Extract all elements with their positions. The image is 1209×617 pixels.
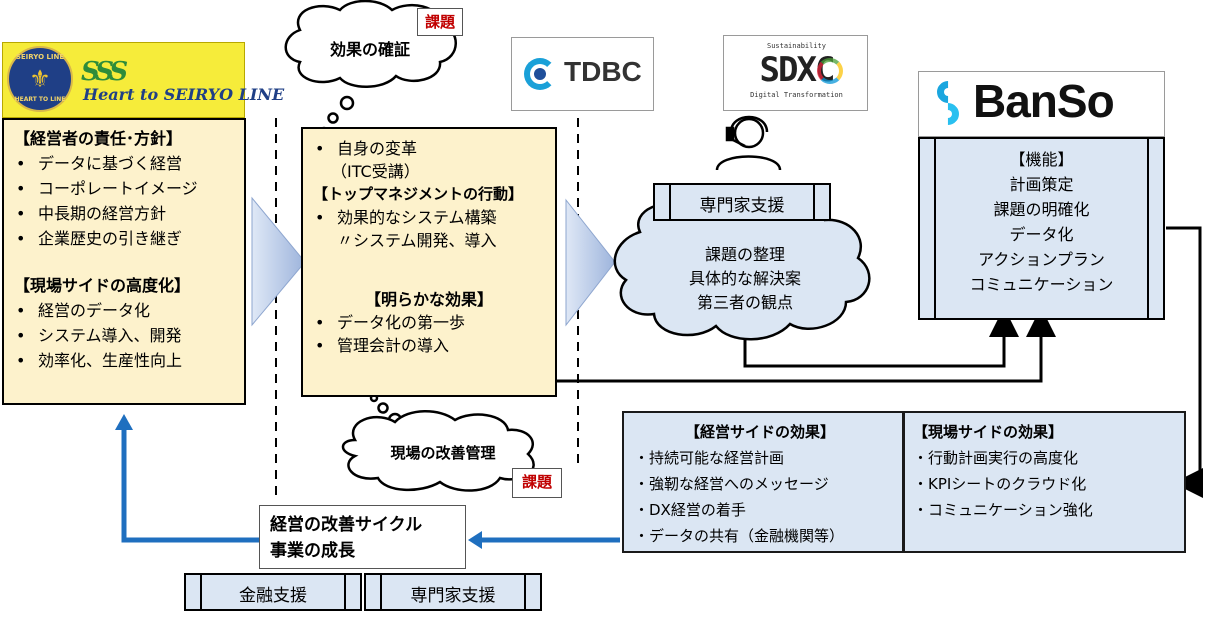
- fleur-icon: ⚜: [29, 65, 51, 93]
- banso-text: BanSo: [973, 75, 1115, 127]
- arrow-cycle-to-left: [121, 428, 259, 543]
- flow-triangle-1: [251, 196, 306, 327]
- list-item: 効果的なシステム構築: [313, 206, 555, 229]
- list-item: データ化の第一歩: [313, 311, 555, 334]
- effect-item: ・データの共有（金融機関等）: [634, 527, 845, 545]
- expert-support-bottom-bar: 専門家支援: [364, 573, 542, 611]
- sdxc-top-text: Sustainability: [766, 42, 826, 50]
- middle-header-2: 【明らかな効果】: [364, 290, 493, 309]
- cycle-line-2: 事業の成長: [270, 541, 355, 561]
- management-effects-header: 【経営サイドの効果】: [684, 423, 835, 441]
- connector-banso-to-field: [1166, 226, 1203, 498]
- itc-note: （ITC受講）: [331, 162, 420, 181]
- expert-support-label: 専門家支援: [699, 196, 785, 216]
- banso-function-box: 【機能】 計画策定 課題の明確化 データ化 アクションプラン コミュニケーション: [918, 137, 1165, 320]
- tdbc-swirl-icon: [524, 58, 556, 90]
- middle-action-box: 自身の変革 （ITC受講） 【トップマネジメントの行動】 効果的なシステム構築 …: [301, 127, 557, 397]
- field-effects-header: 【現場サイドの効果】: [913, 423, 1064, 441]
- connector-cloud-to-banso: [743, 307, 1019, 368]
- blue-cloud-text: 課題の整理 具体的な解決案 第三者の観点: [640, 243, 850, 315]
- list-item: 効率化、生産性向上: [14, 348, 244, 373]
- list-item: 経営のデータ化: [14, 298, 244, 323]
- expert-support-top: 専門家支援: [653, 183, 831, 221]
- effect-item: ・持続可能な経営計画: [634, 449, 785, 467]
- function-item: コミュニケーション: [969, 275, 1114, 294]
- sdxc-logo: Sustainability SDXC Digital Transformati…: [723, 35, 868, 111]
- effect-item: ・コミュニケーション強化: [913, 501, 1093, 519]
- list-item: 中長期の経営方針: [14, 201, 244, 226]
- seiryo-logo: SEIRYO LINE ⚜ HEART TO LINE SSS Heart to…: [2, 42, 284, 118]
- middle-header-1: 【トップマネジメントの行動】: [313, 185, 524, 203]
- badge-bottom-text: HEART TO LINE: [14, 96, 66, 103]
- badge-top-text: SEIRYO LINE: [15, 53, 65, 61]
- finance-support-label: 金融支援: [239, 586, 307, 606]
- left-management-box: 【経営者の責任･方針】 データに基づく経営 コーポレートイメージ 中長期の経営方…: [2, 118, 246, 405]
- list-item: 自身の変革: [313, 137, 555, 160]
- left-list-1: データに基づく経営 コーポレートイメージ 中長期の経営方針 企業歴史の引き継ぎ: [14, 151, 244, 251]
- function-item: アクションプラン: [978, 250, 1105, 269]
- function-item: データ化: [1009, 225, 1074, 244]
- management-effects-box: 【経営サイドの効果】 ・持続可能な経営計画 ・強靭な経営へのメッセージ ・DX経…: [622, 411, 904, 553]
- sdgs-ring-icon: [817, 58, 843, 84]
- cloud-line: 課題の整理: [704, 245, 785, 264]
- effect-item: ・行動計画実行の高度化: [913, 449, 1079, 467]
- finance-support-bar: 金融支援: [184, 573, 362, 611]
- banso-logo: BanSo: [918, 71, 1165, 137]
- expert-support-bottom-label: 専門家支援: [410, 586, 496, 606]
- effect-item: ・KPIシートのクラウド化: [913, 475, 1087, 493]
- tdbc-logo: TDBC: [511, 37, 654, 111]
- list-item: コーポレートイメージ: [14, 176, 244, 201]
- list-item: データに基づく経営: [14, 151, 244, 176]
- issue-tag-top: 課題: [417, 8, 463, 36]
- left-list-2: 経営のデータ化 システム導入、開発 効率化、生産性向上: [14, 298, 244, 373]
- cloud-line: 第三者の観点: [696, 293, 793, 312]
- function-item: 課題の明確化: [993, 200, 1090, 219]
- banso-link-icon: [932, 76, 964, 130]
- seiryo-badge-icon: SEIRYO LINE ⚜ HEART TO LINE: [7, 46, 73, 112]
- list-item: 管理会計の導入: [313, 334, 555, 357]
- cycle-line-1: 経営の改善サイクル: [270, 515, 423, 535]
- flow-triangle-2: [565, 198, 616, 327]
- list-item: 企業歴史の引き継ぎ: [14, 226, 244, 251]
- connector-middle-to-banso: [557, 307, 1056, 383]
- effect-item: ・強靭な経営へのメッセージ: [634, 475, 829, 493]
- sdxc-main-text: SDXC: [759, 50, 836, 90]
- sdxc-bottom-text: Digital Transformation: [750, 91, 843, 99]
- issue-tag-bottom: 課題: [512, 468, 562, 498]
- cloud-line: 具体的な解決案: [688, 269, 801, 288]
- function-item: 計画策定: [1009, 175, 1074, 194]
- tdbc-text: TDBC: [564, 56, 642, 87]
- left-header-2: 【現場サイドの高度化】: [14, 276, 191, 295]
- effect-item: ・DX経営の着手: [634, 501, 746, 519]
- improvement-cycle-box: 経営の改善サイクル 事業の成長: [259, 505, 466, 569]
- thought-text-bottom: 現場の改善管理: [390, 444, 496, 462]
- field-effects-box: 【現場サイドの効果】 ・行動計画実行の高度化 ・KPIシートのクラウド化 ・コミ…: [903, 411, 1186, 553]
- left-header-1: 【経営者の責任･方針】: [14, 129, 183, 148]
- system-note: 〃システム開発、導入: [337, 231, 497, 250]
- sss-mark: SSS: [81, 57, 128, 87]
- list-item: システム導入、開発: [14, 323, 244, 348]
- expert-person-icon: [715, 115, 782, 171]
- banso-function-list: 【機能】 計画策定 課題の明確化 データ化 アクションプラン コミュニケーション: [936, 147, 1147, 297]
- seiryo-brand-text: Heart to SEIRYO LINE: [83, 85, 285, 104]
- thought-text-top: 効果の確証: [329, 40, 410, 59]
- function-header: 【機能】: [1009, 150, 1074, 169]
